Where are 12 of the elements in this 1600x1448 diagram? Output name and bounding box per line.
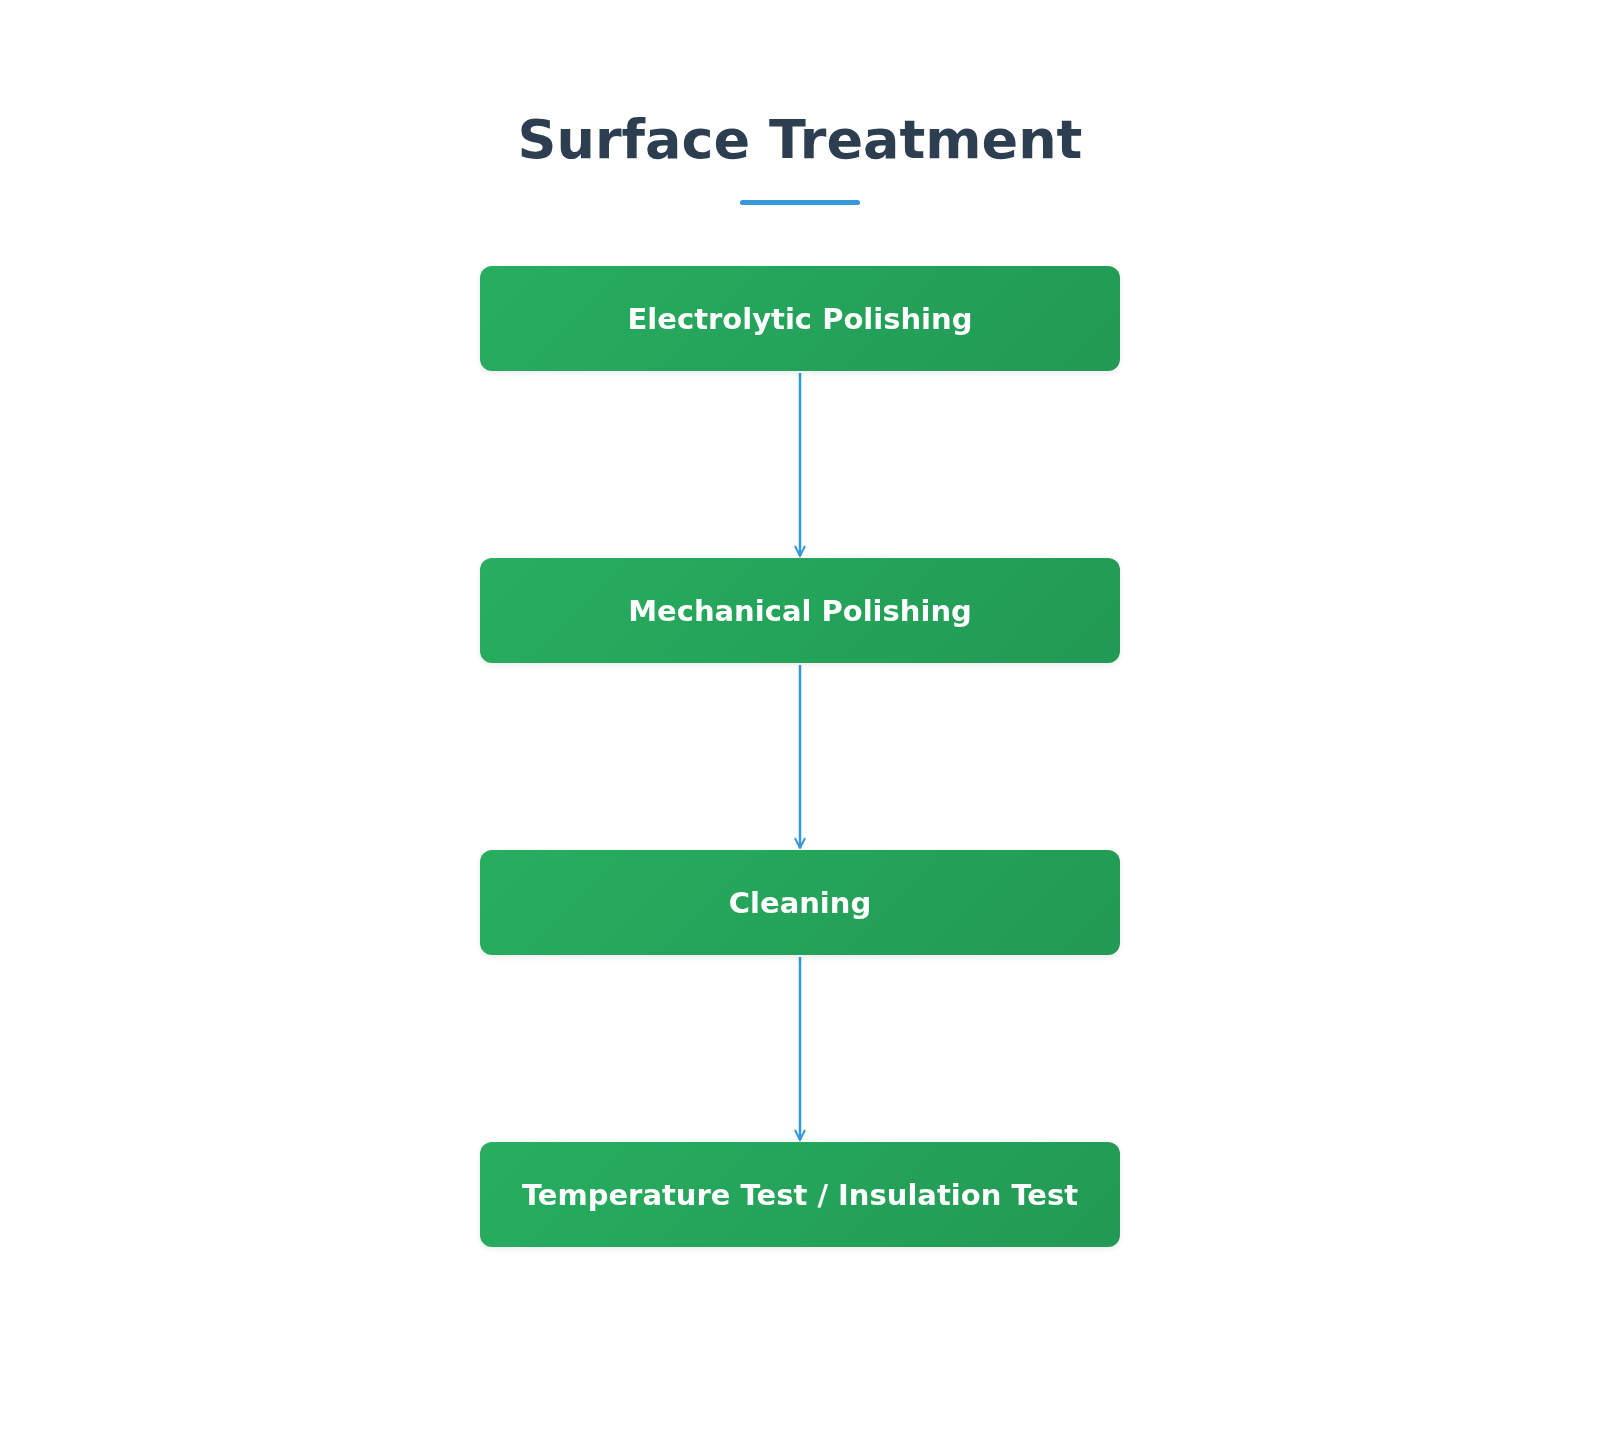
process-box [480,1142,1120,1247]
process-box [480,266,1120,371]
process-box [480,850,1120,955]
step-label: Mechanical Polishing [628,593,972,628]
step-label: Cleaning [728,885,872,920]
arrow [794,373,806,557]
diagram-title: Surface Treatment [516,108,1084,171]
process-box [480,558,1120,663]
arrow [794,957,806,1141]
step-label: Temperature Test / Insulation Test [521,1177,1079,1212]
arrow [794,665,806,849]
step-label: Electrolytic Polishing [627,301,973,336]
